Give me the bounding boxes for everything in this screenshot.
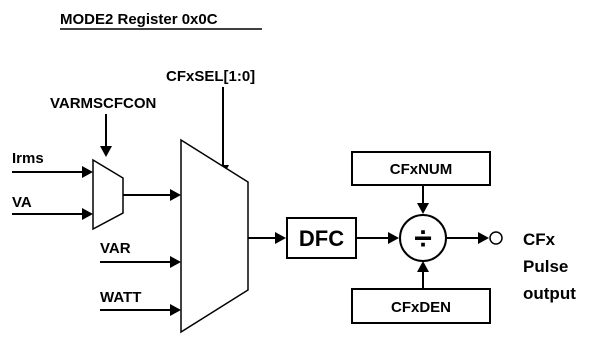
cfxsel-label: CFxSEL[1:0] — [166, 68, 255, 85]
output-label-line3: output — [523, 284, 576, 303]
cfxnum-block — [351, 151, 491, 186]
large-mux — [180, 138, 249, 334]
output-label-line1: CFx — [523, 230, 556, 249]
cfxden-block — [351, 288, 491, 324]
cfxsel-arrow — [217, 87, 229, 176]
watt-arrow — [100, 304, 181, 316]
cfxden-label: CFxDEN — [391, 299, 451, 316]
dfc-label: DFC — [299, 226, 344, 251]
output-label-line2: Pulse — [523, 257, 568, 276]
var-label: VAR — [100, 240, 131, 257]
dfc-to-divider-arrow — [356, 232, 399, 244]
irms-arrow — [12, 166, 93, 178]
cfxden-to-divider-arrow — [417, 261, 429, 289]
cfxnum-to-divider-arrow — [417, 185, 429, 214]
divider-to-output-arrow — [446, 232, 489, 244]
cfxnum-label: CFxNUM — [390, 161, 453, 178]
irms-label: Irms — [12, 150, 44, 167]
dfc-block — [286, 217, 357, 259]
va-arrow — [12, 208, 93, 220]
mux-to-dfc-arrow — [248, 232, 286, 244]
small-mux — [92, 158, 124, 231]
output-pin-circle — [489, 231, 503, 245]
small-mux-output-arrow — [123, 189, 181, 201]
watt-label: WATT — [100, 289, 141, 306]
varmscfcon-arrow — [100, 114, 112, 157]
va-label: VA — [12, 194, 32, 211]
divider-symbol: ÷ — [414, 220, 432, 256]
var-arrow — [100, 256, 181, 268]
diagram-title: MODE2 Register 0x0C — [60, 11, 218, 28]
varmscfcon-label: VARMSCFCON — [50, 95, 156, 112]
